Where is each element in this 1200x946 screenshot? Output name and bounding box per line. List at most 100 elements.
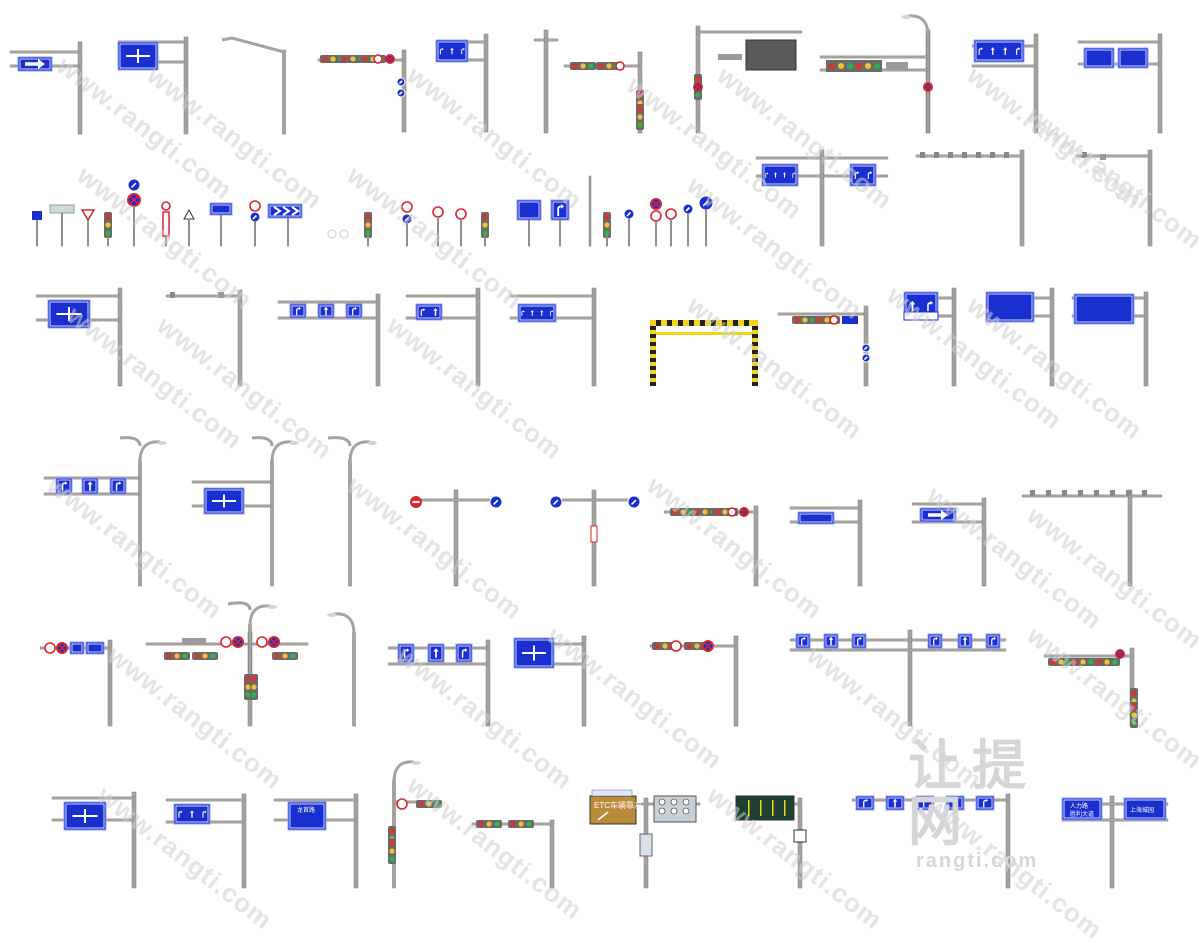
arrow-up-icon — [828, 636, 834, 646]
arrow-head — [930, 300, 934, 305]
pole — [375, 293, 381, 387]
signal-lamp — [389, 848, 395, 854]
gantry-stripe — [650, 326, 656, 330]
lamp-arm — [251, 436, 274, 447]
cross-mark — [704, 642, 712, 650]
signal-lamp — [105, 222, 111, 228]
signal-lamp — [695, 92, 701, 98]
arrow-up-icon — [892, 798, 898, 808]
signal-lamp — [482, 222, 488, 228]
pole — [237, 289, 243, 387]
turn-right-icon — [978, 48, 982, 55]
gantry-stripe — [733, 320, 738, 326]
cantilever-arm — [789, 506, 861, 510]
lane-direction-sign — [795, 633, 811, 649]
camera-icon — [170, 292, 175, 298]
arrow-icon — [863, 356, 868, 361]
pole — [165, 235, 167, 247]
camera-icon — [1046, 490, 1051, 496]
signal-lamp — [282, 653, 288, 659]
chevron-mark — [282, 206, 291, 216]
lane-direction-sign — [985, 633, 1001, 649]
arrow-head — [865, 798, 868, 803]
sign-border — [763, 165, 797, 185]
pole — [907, 629, 913, 727]
street-lamp-arm — [221, 36, 285, 54]
cantilever-arm — [789, 638, 1007, 642]
pole — [819, 149, 825, 247]
pole — [107, 235, 109, 247]
etc-top-plate — [591, 789, 633, 797]
cross-mark — [1117, 651, 1123, 657]
lamp-arm — [248, 604, 271, 627]
cross-mark — [652, 200, 660, 208]
signal-lamp — [695, 76, 701, 82]
arrow-icon — [131, 182, 137, 188]
gantry-stripe — [650, 382, 656, 386]
yield-icon — [80, 209, 96, 222]
signal-lamp — [251, 684, 257, 690]
sign-border — [289, 803, 325, 829]
arrow-icon — [553, 499, 559, 505]
pole — [131, 791, 137, 889]
signal-lamp — [686, 643, 692, 649]
signal-lamp — [1131, 690, 1137, 696]
signal-lamp — [322, 56, 328, 62]
arrow-up-icon — [540, 310, 544, 316]
arrow-head — [204, 810, 207, 814]
camera-icon — [1142, 490, 1147, 496]
no-entry-bar — [412, 500, 420, 504]
lamp-arm — [907, 14, 930, 37]
gantry-stripe — [752, 334, 758, 338]
signal-lamp — [856, 63, 862, 69]
pole — [733, 635, 739, 727]
gantry-stripe — [752, 326, 758, 330]
lane-direction-sign — [975, 795, 995, 811]
pole — [36, 219, 38, 247]
signal-lamp — [330, 56, 336, 62]
signal-lamp — [824, 317, 830, 323]
lane-direction-sign — [855, 795, 875, 811]
speed-limit-icon — [829, 315, 839, 325]
sign-border — [853, 635, 865, 647]
lane-direction-sign — [849, 163, 877, 187]
cross-mark — [695, 84, 701, 90]
bicycle-icon — [327, 229, 337, 239]
lamp-arm — [270, 440, 293, 463]
pole — [951, 287, 957, 387]
lamp-head — [157, 441, 167, 445]
lamp-head — [411, 761, 421, 765]
sign-border — [119, 43, 157, 69]
pole — [705, 209, 707, 247]
sign-border — [49, 301, 89, 327]
signal-lamp — [251, 692, 257, 698]
rule-icon — [658, 807, 666, 815]
pole — [581, 635, 587, 727]
turn-right-icon — [115, 482, 119, 491]
arrow-head — [551, 310, 554, 313]
gantry-stripe — [744, 320, 749, 326]
turn-right-icon — [863, 799, 866, 808]
turn-right-icon — [1016, 48, 1019, 55]
cross-mark — [270, 638, 278, 646]
gantry-beam — [656, 332, 752, 335]
sign-border — [947, 797, 963, 809]
sign-border — [65, 803, 105, 829]
signal-lamp — [580, 63, 586, 69]
arrow-right-icon — [928, 510, 948, 520]
turn-right-icon — [854, 172, 858, 179]
turn-right-icon — [420, 309, 424, 316]
arrow-head — [993, 636, 996, 641]
lane-direction-sign — [55, 477, 73, 495]
lane-direction-sign — [345, 303, 363, 319]
arrow-up-icon — [530, 310, 534, 316]
cantilever-arm — [555, 498, 635, 502]
signal-lamp — [105, 214, 111, 220]
lane-line — [784, 800, 786, 816]
arrow-head — [441, 47, 444, 51]
pole — [475, 287, 481, 387]
lane-direction-sign — [915, 795, 935, 811]
cross-mark — [387, 56, 393, 62]
lane-direction-sign — [455, 643, 473, 663]
sign-border — [975, 41, 1023, 61]
